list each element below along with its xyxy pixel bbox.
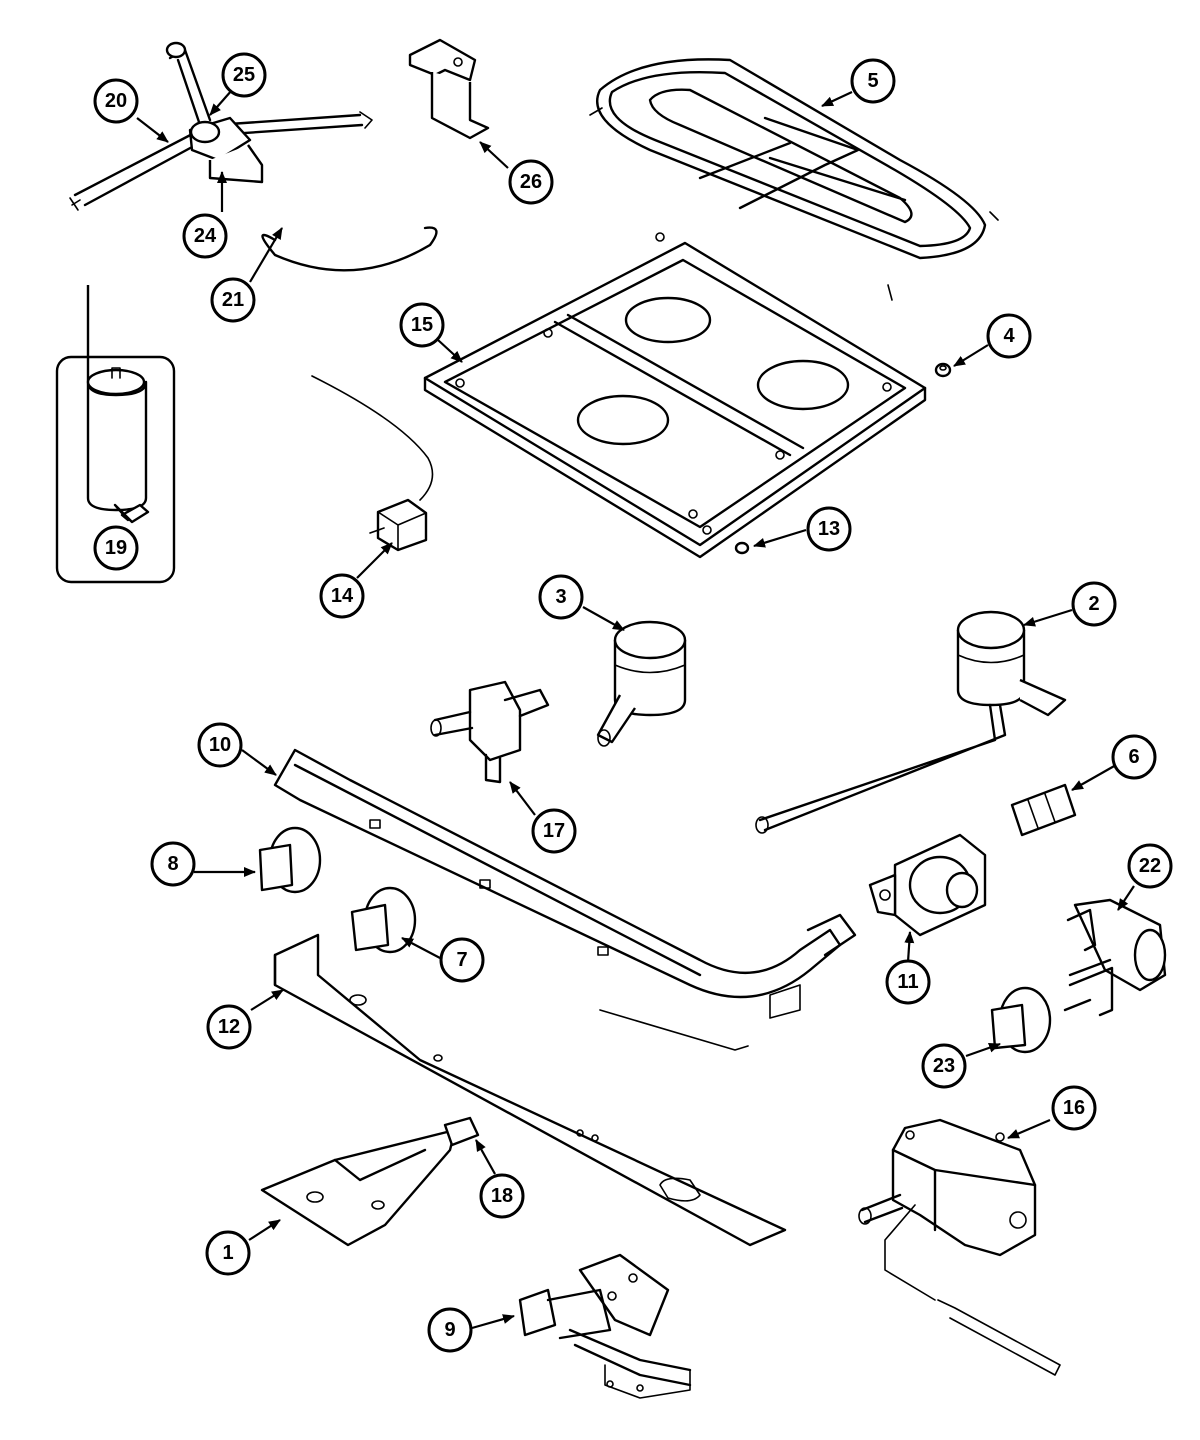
callout-label: 2 xyxy=(1088,593,1099,615)
callout-23: 23 xyxy=(921,1043,967,1089)
callout-label: 17 xyxy=(543,820,565,842)
small-screw xyxy=(734,541,750,555)
callout-16: 16 xyxy=(1051,1085,1097,1131)
orifice-bracket xyxy=(260,1116,480,1247)
callout-21: 21 xyxy=(210,277,256,323)
pressure-regulator xyxy=(868,833,987,937)
callout-19: 19 xyxy=(93,525,139,571)
callout-label: 1 xyxy=(222,1242,233,1264)
solenoid-valve xyxy=(1063,898,1167,1017)
callout-22: 22 xyxy=(1127,843,1173,889)
callout-label: 19 xyxy=(105,537,127,559)
callout-label: 13 xyxy=(818,518,840,540)
callout-11: 11 xyxy=(885,959,931,1005)
callout-12: 12 xyxy=(206,1004,252,1050)
callout-label: 24 xyxy=(194,225,217,247)
callout-label: 12 xyxy=(218,1016,240,1038)
callout-label: 8 xyxy=(167,853,178,875)
callout-label: 10 xyxy=(209,734,231,756)
gas-valve-thermostat xyxy=(858,1118,1061,1376)
callout-label: 18 xyxy=(491,1185,513,1207)
callout-label: 5 xyxy=(867,70,878,92)
callout-label: 11 xyxy=(897,971,918,993)
callout-8: 8 xyxy=(150,841,196,887)
pipe-fitting xyxy=(1010,783,1077,837)
callout-5: 5 xyxy=(850,58,896,104)
callout-17: 17 xyxy=(531,808,577,854)
callout-10: 10 xyxy=(197,722,243,768)
orifice-valve xyxy=(430,680,550,784)
burner-support-bar xyxy=(273,933,787,1247)
callout-label: 26 xyxy=(520,171,542,193)
callout-label: 7 xyxy=(456,949,467,971)
callout-label: 16 xyxy=(1063,1097,1085,1119)
callout-label: 25 xyxy=(233,64,255,86)
leader-lines xyxy=(136,89,1135,1330)
callout-label: 21 xyxy=(222,289,244,311)
control-knob-7 xyxy=(350,886,417,954)
callout-2: 2 xyxy=(1071,581,1117,627)
burner-cap-right xyxy=(755,610,1067,834)
control-knob-8 xyxy=(258,826,322,894)
callout-label: 20 xyxy=(105,90,127,112)
callout-label: 3 xyxy=(555,586,566,608)
callout-18: 18 xyxy=(479,1173,525,1219)
wire-spring xyxy=(261,226,438,272)
callout-label: 23 xyxy=(933,1055,955,1077)
callout-4: 4 xyxy=(986,313,1032,359)
callout-13: 13 xyxy=(806,506,852,552)
switch-with-wire xyxy=(311,375,434,552)
manifold-pipe xyxy=(273,748,857,1051)
callout-25: 25 xyxy=(221,52,267,98)
callout-7: 7 xyxy=(439,937,485,983)
igniter-bracket xyxy=(518,1253,692,1399)
callout-3: 3 xyxy=(538,574,584,620)
callout-label: 9 xyxy=(444,1319,455,1341)
callout-label: 22 xyxy=(1139,855,1161,877)
control-knob-23 xyxy=(990,986,1052,1054)
small-nut xyxy=(934,362,952,378)
burner-cap-left xyxy=(596,620,687,747)
callout-20: 20 xyxy=(93,78,139,124)
spider-burner-assembly xyxy=(69,41,373,211)
callout-1: 1 xyxy=(205,1230,251,1276)
inset-box xyxy=(55,285,176,584)
burner-grate xyxy=(589,58,999,301)
callout-label: 14 xyxy=(331,585,354,607)
callout-6: 6 xyxy=(1111,734,1157,780)
callout-26: 26 xyxy=(508,159,554,205)
callout-24: 24 xyxy=(182,213,228,259)
callout-15: 15 xyxy=(399,302,445,348)
callout-label: 15 xyxy=(411,314,433,336)
callout-9: 9 xyxy=(427,1307,473,1353)
callout-label: 4 xyxy=(1003,325,1015,347)
cooktop-plate xyxy=(423,232,927,559)
mounting-bracket xyxy=(408,38,490,140)
callout-14: 14 xyxy=(319,573,365,619)
callout-label: 6 xyxy=(1128,746,1139,768)
